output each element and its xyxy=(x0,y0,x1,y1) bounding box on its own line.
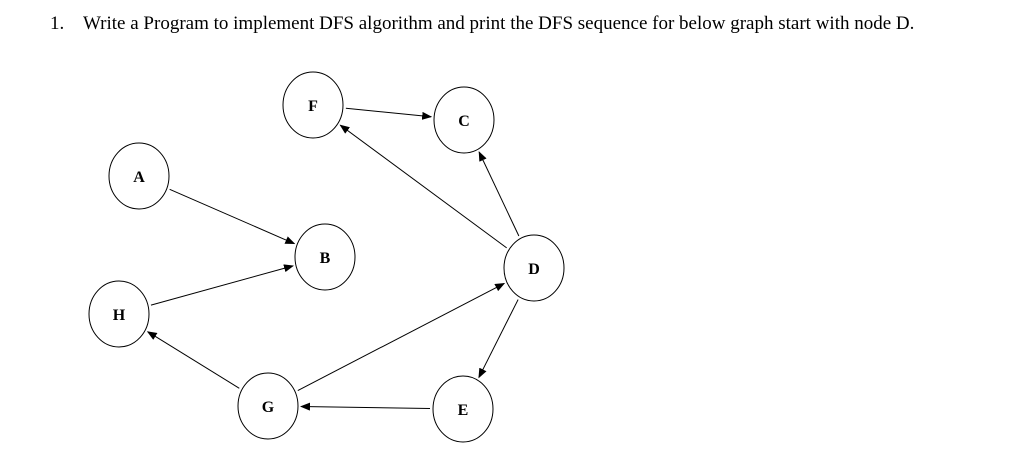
edge-d-to-c xyxy=(478,151,520,237)
edge-g-to-h xyxy=(146,331,240,389)
node-circle xyxy=(433,86,495,154)
node-label: F xyxy=(308,98,318,115)
node-label: H xyxy=(113,307,126,324)
node-e: E xyxy=(432,375,494,443)
node-circle xyxy=(108,142,170,210)
node-a: A xyxy=(108,142,170,210)
edge-d-to-e xyxy=(478,299,519,379)
node-circle xyxy=(237,372,299,440)
node-circle xyxy=(88,280,150,348)
node-d: D xyxy=(503,234,565,302)
edge-f-to-c xyxy=(345,107,433,120)
question-text: Write a Program to implement DFS algorit… xyxy=(83,13,915,34)
node-label: B xyxy=(320,250,331,267)
node-label: D xyxy=(528,261,540,278)
edge-g-to-d xyxy=(297,282,506,391)
question-number: 1. xyxy=(50,13,65,34)
node-label: G xyxy=(262,399,275,416)
node-f: F xyxy=(282,71,344,139)
node-circle xyxy=(282,71,344,139)
node-circle xyxy=(432,375,494,443)
edges xyxy=(146,107,520,411)
node-circle xyxy=(503,234,565,302)
node-label: A xyxy=(133,169,145,186)
node-label: E xyxy=(458,402,469,419)
node-circle xyxy=(294,223,356,291)
nodes: F C A B D H G E xyxy=(88,71,565,443)
node-c: C xyxy=(433,86,495,154)
node-label: C xyxy=(458,113,470,130)
edge-d-to-f xyxy=(339,124,507,249)
edge-a-to-b xyxy=(169,188,296,245)
edge-h-to-b xyxy=(150,264,294,306)
node-b: B xyxy=(294,223,356,291)
node-h: H xyxy=(88,280,150,348)
edge-e-to-g xyxy=(299,402,431,411)
node-g: G xyxy=(237,372,299,440)
